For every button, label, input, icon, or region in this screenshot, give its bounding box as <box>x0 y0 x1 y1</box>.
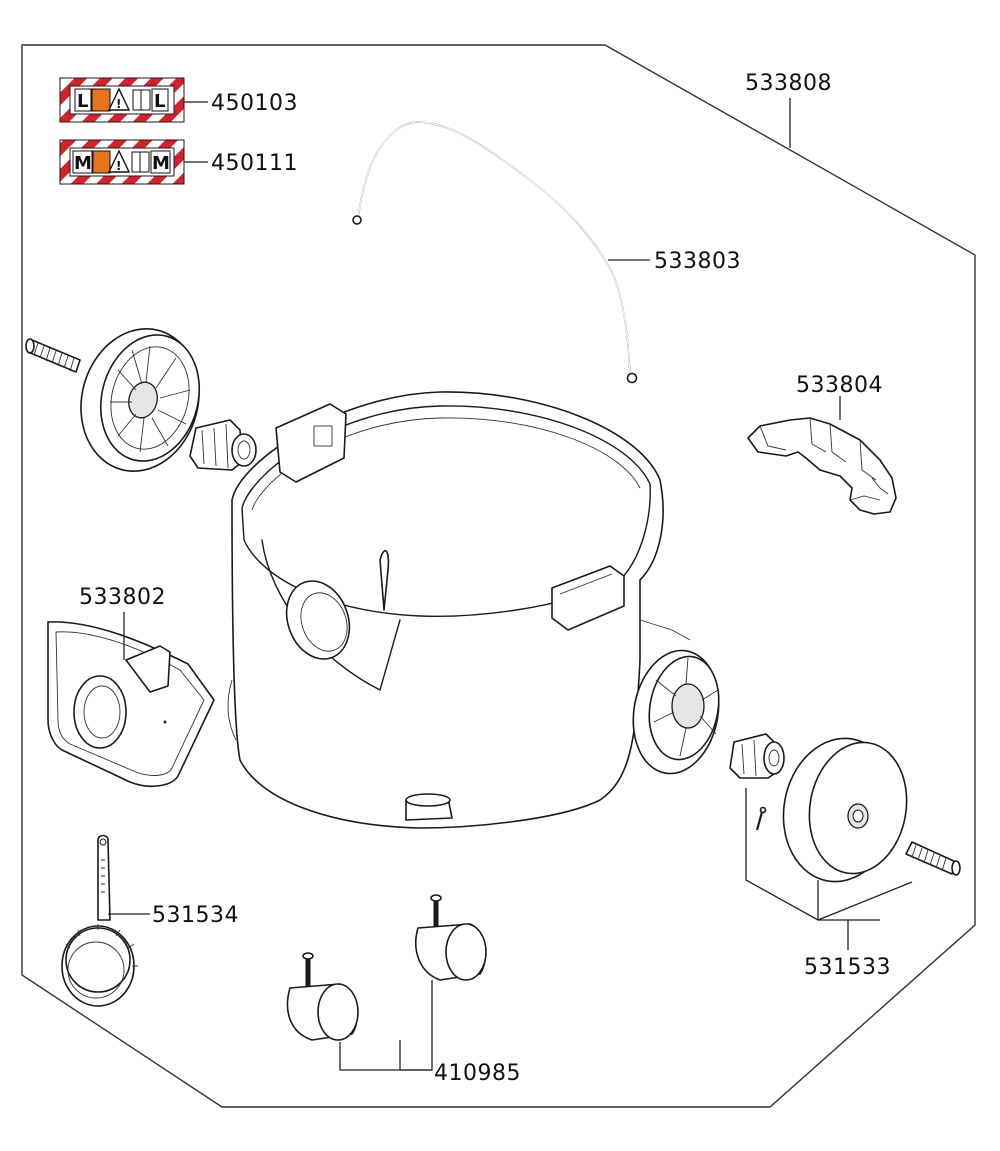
handle-bail[interactable] <box>352 121 638 384</box>
part-number-533803[interactable]: 533803 <box>654 249 741 274</box>
container-body <box>227 391 691 829</box>
wheel-right[interactable] <box>772 729 916 890</box>
part-number-450103[interactable]: 450103 <box>211 91 298 116</box>
cap-with-strap[interactable] <box>61 834 138 1007</box>
part-number-531534[interactable]: 531534 <box>152 903 239 928</box>
front-panel[interactable] <box>47 621 215 788</box>
axle-pin-left[interactable] <box>25 338 81 373</box>
warning-triangle-icon-m <box>107 149 131 173</box>
part-number-533808[interactable]: 533808 <box>745 71 832 96</box>
svg-text:!: ! <box>116 159 121 173</box>
part-number-533802[interactable]: 533802 <box>79 585 166 610</box>
part-number-410985[interactable]: 410985 <box>434 1061 521 1086</box>
label-l-letter-left: L <box>77 91 88 112</box>
handle-bracket[interactable] <box>747 417 897 515</box>
wheel-left[interactable] <box>65 315 214 484</box>
label-l-letter-right: L <box>154 91 165 112</box>
dust-hazard-icon-m <box>92 150 111 174</box>
svg-text:!: ! <box>116 97 121 111</box>
manual-icon-m <box>131 151 141 173</box>
kit-outline <box>21 44 976 1108</box>
castor-front[interactable] <box>286 952 359 1041</box>
label-m-letter-left: M <box>74 153 92 174</box>
screw[interactable] <box>755 806 767 831</box>
axle-pin-right[interactable] <box>905 841 961 876</box>
castor-rear[interactable] <box>415 894 487 981</box>
dust-hazard-icon <box>91 88 111 112</box>
body-wheel-right <box>632 649 720 775</box>
part-number-533804[interactable]: 533804 <box>796 373 883 398</box>
part-number-531533[interactable]: 531533 <box>804 955 891 980</box>
label-m-letter-right: M <box>152 153 170 174</box>
warning-triangle-icon <box>107 87 131 111</box>
hub-bushing-left[interactable] <box>189 419 257 471</box>
warning-label-l[interactable]: L ! L <box>59 77 185 123</box>
warning-label-m[interactable]: M ! M <box>59 139 185 185</box>
hub-bushing-right[interactable] <box>729 733 785 779</box>
part-number-450111[interactable]: 450111 <box>211 151 298 176</box>
manual-icon <box>132 89 142 111</box>
